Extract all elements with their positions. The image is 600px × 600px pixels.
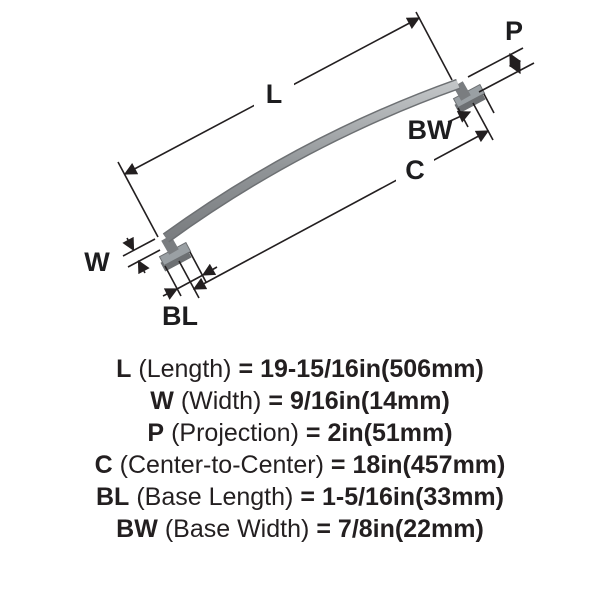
bw-extension-right: [483, 93, 495, 114]
spec-equals: =: [300, 483, 315, 511]
spec-descriptor: (Width): [180, 387, 262, 415]
p-extension-bottom: [478, 62, 535, 93]
w-arrow-top: [122, 236, 135, 252]
c-dimension-line: [192, 130, 490, 290]
dim-label-w: W: [84, 247, 110, 277]
spec-descriptor: (Base Length): [136, 483, 294, 511]
p-dimension-line: [508, 52, 522, 75]
w-extension-bottom: [127, 249, 161, 268]
spec-equals: =: [330, 451, 346, 479]
spec-abbr: P: [147, 419, 165, 447]
spec-value: 1-5/16in(33mm): [321, 483, 504, 511]
spec-value: 18in(457mm): [352, 451, 506, 479]
bl-arrow-left: [162, 288, 179, 300]
c-extension-left: [178, 260, 200, 299]
bw-leader-arrow: [447, 110, 472, 123]
handle-dimension-diagram: L P BW C W BL: [84, 11, 535, 331]
dimension-lines: [117, 11, 535, 300]
spec-value: 2in(51mm): [327, 419, 453, 447]
spec-list: L (Length) = 19-15/16in(506mm) W (Width)…: [95, 353, 506, 545]
c-extension-right: [472, 102, 494, 141]
spec-line-base-width: BW (Base Width) = 7/8in(22mm): [116, 513, 484, 545]
handle-illustration: L P BW C W BL: [84, 11, 535, 331]
bl-extension-right: [189, 251, 207, 283]
dim-label-bw: BW: [408, 115, 453, 145]
spec-equals: =: [316, 515, 331, 543]
dim-label-bl: BL: [162, 301, 198, 331]
spec-equals: =: [305, 419, 321, 447]
p-extension-top: [467, 47, 524, 78]
spec-equals: =: [268, 387, 283, 415]
l-extension-left: [117, 161, 159, 238]
spec-line-length: L (Length) = 19-15/16in(506mm): [116, 353, 484, 385]
l-label-backing: [254, 76, 294, 112]
spec-abbr: W: [150, 387, 174, 415]
spec-value: 19-15/16in(506mm): [260, 355, 484, 383]
spec-equals: =: [238, 355, 254, 383]
handle-bar: [158, 78, 486, 272]
bl-dimension-line: [176, 274, 204, 290]
bl-arrow-right: [201, 263, 218, 276]
spec-descriptor: (Base Width): [164, 515, 310, 543]
handle-end-right: [453, 81, 471, 101]
spec-value: 7/8in(22mm): [337, 515, 484, 543]
spec-abbr: L: [116, 355, 132, 383]
spec-descriptor: (Center-to-Center): [119, 451, 324, 479]
spec-line-center-to-center: C (Center-to-Center) = 18in(457mm): [95, 449, 506, 481]
l-extension-right: [415, 11, 453, 81]
spec-descriptor: (Projection): [171, 419, 299, 447]
spec-line-projection: P (Projection) = 2in(51mm): [147, 417, 452, 449]
dim-label-l: L: [266, 79, 283, 109]
spec-value: 9/16in(14mm): [289, 387, 450, 415]
w-arrow-bottom: [137, 259, 150, 275]
spec-abbr: BL: [95, 483, 130, 511]
spec-abbr: C: [94, 451, 113, 479]
w-extension-top: [122, 238, 156, 257]
spec-line-width: W (Width) = 9/16in(14mm): [150, 385, 450, 417]
spec-descriptor: (Length): [138, 355, 232, 383]
dim-label-c: C: [405, 155, 425, 185]
bl-extension-left: [164, 265, 182, 297]
spec-abbr: BW: [116, 515, 158, 543]
handle-end-left: [161, 235, 179, 255]
dim-label-p: P: [505, 16, 523, 46]
spec-line-base-length: BL (Base Length) = 1-5/16in(33mm): [96, 481, 504, 513]
c-label-backing: [396, 152, 434, 188]
